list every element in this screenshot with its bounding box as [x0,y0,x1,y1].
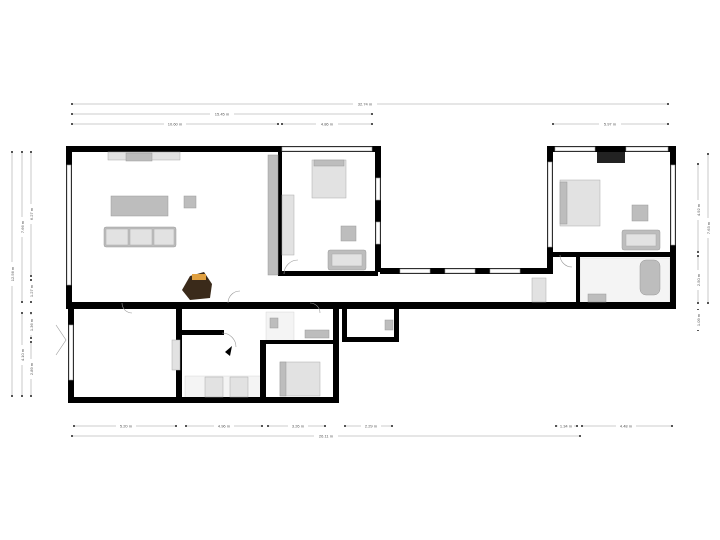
furniture [103,151,661,398]
dim-right-bedroom: 5.97 m [604,122,617,127]
dim-room-3: 3.26 m [292,424,305,429]
dimension-lines-bottom: 5.20 m 4.96 m 3.26 m 2.29 m 1.34 m 4.48 … [71,423,673,439]
dim-lower-inner-1: 1.36 m [29,318,34,331]
dim-overall-left: 12.56 m [10,266,15,281]
bathtub [639,259,661,296]
dimension-lines-right: 4.92 m 2.50 m 1.09 m 7.63 m [696,153,711,331]
chair [340,225,357,242]
rug [110,195,169,217]
stair-arrow [225,346,232,356]
dim-overall-bottom: 26.11 m [319,434,334,439]
tiled-floors [184,257,671,399]
toilet [269,317,279,329]
side-table [183,195,197,209]
bed-3 [279,361,321,397]
dim-right-bedroom-height: 4.92 m [696,203,701,216]
kitchen-counter [267,154,279,276]
washbasin [304,329,330,339]
toilet-2 [384,319,394,331]
cabinet [531,277,547,303]
dim-left-section: 15.45 m [215,112,230,117]
dim-bedroom: 4.86 m [321,122,334,127]
dim-room-6: 4.48 m [620,424,633,429]
dim-room-5: 1.34 m [560,424,573,429]
windows [66,146,676,381]
vanity [587,293,607,303]
dim-living: 10.60 m [168,122,183,127]
dim-overall-top: 32.74 m [358,102,373,107]
bed-1 [311,159,347,199]
dim-upper-inner: 6.27 m [29,207,34,220]
dim-room-4: 2.29 m [365,424,378,429]
wardrobe [171,339,181,371]
tv [125,152,153,162]
doors [55,254,573,356]
dim-room-1: 5.20 m [120,424,133,429]
dim-lower-inner-2: 2.89 m [29,362,34,375]
armchair [631,204,649,222]
dimension-lines-left: 12.56 m 7.66 m 4.10 m 6.27 m 1.27 m 1.36… [10,151,34,397]
dim-mid-inner: 1.27 m [29,284,34,297]
dim-overall-right: 7.63 m [706,221,711,234]
kitchen-island [281,194,295,256]
dim-upper-left: 7.66 m [20,220,25,233]
dim-bottom-right: 1.09 m [696,313,701,326]
fireplace [597,152,625,163]
dim-room-2: 4.96 m [218,424,231,429]
dim-lower-left: 4.10 m [20,348,25,361]
dim-bathroom-height: 2.50 m [696,273,701,286]
dimension-lines-top: 32.74 m 15.45 m 10.60 m 4.86 m 5.97 m [71,101,669,127]
